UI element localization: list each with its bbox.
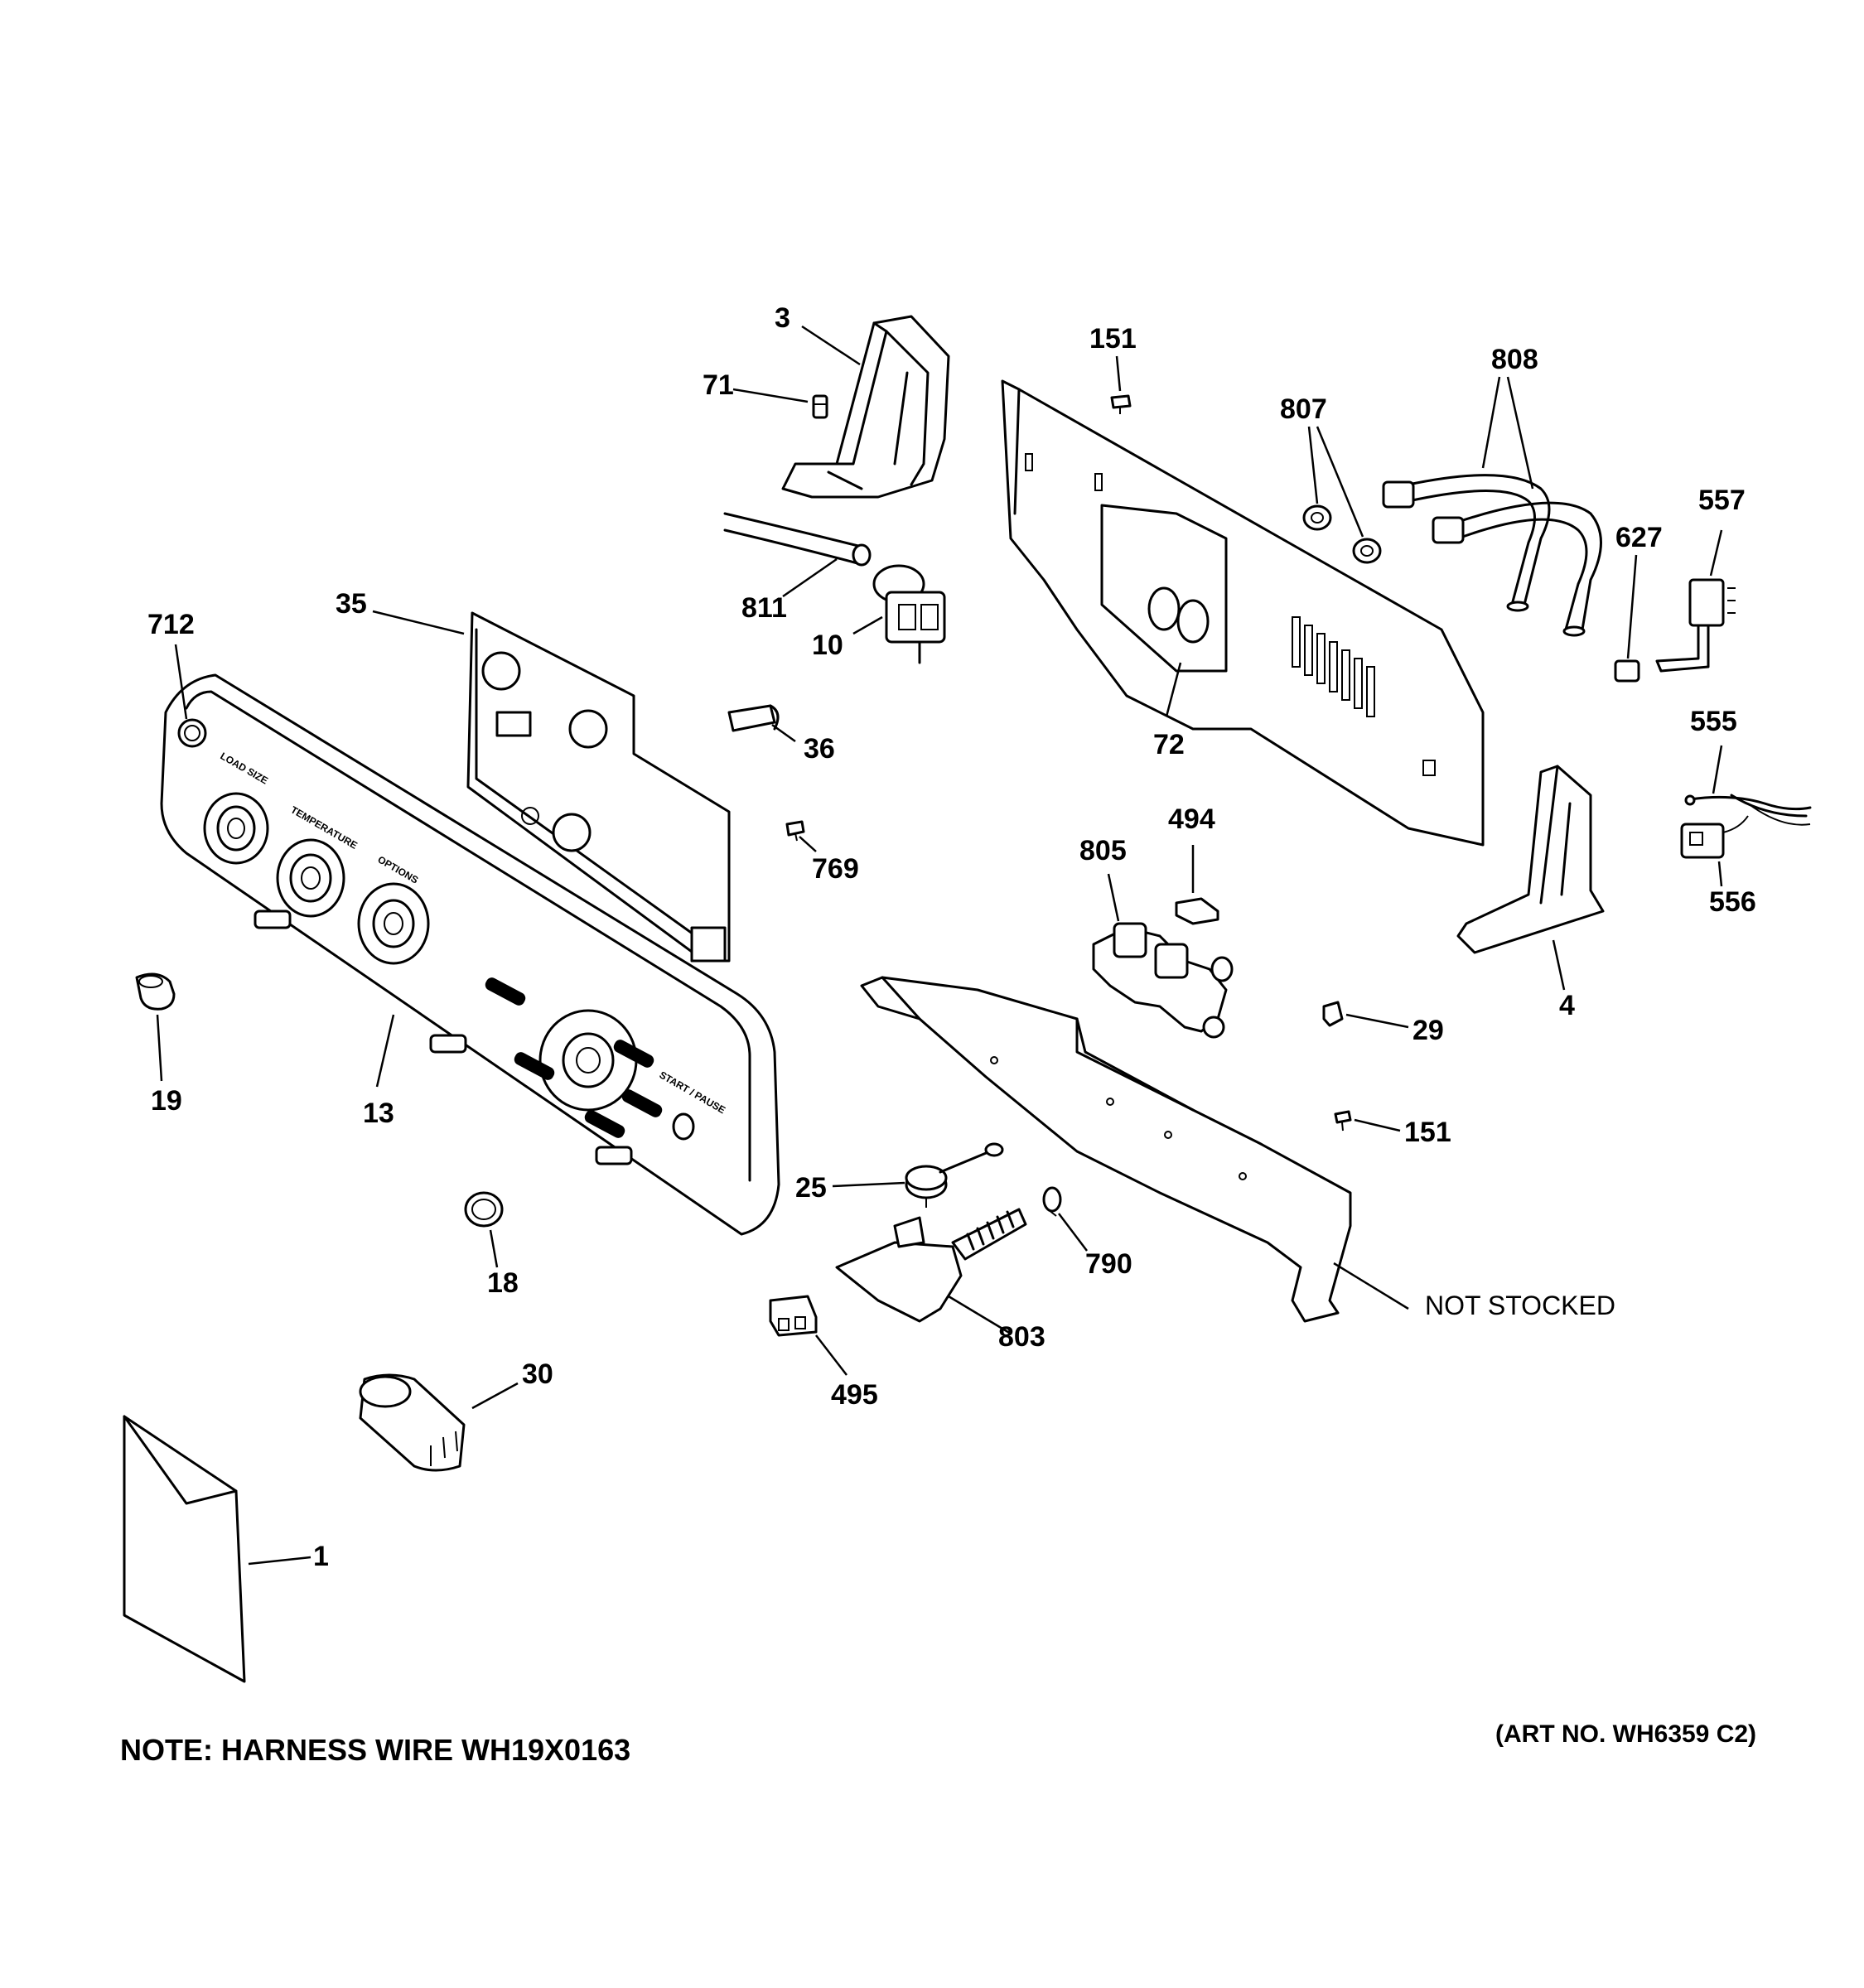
callout-30: 30 [522,1358,553,1390]
logo-712 [177,718,207,748]
part-19-knob [135,972,176,1011]
callout-18: 18 [487,1267,519,1299]
part-805-water-valve [1092,922,1234,1039]
options-dial [357,882,430,965]
callout-555: 555 [1690,706,1737,737]
callout-807: 807 [1280,393,1327,425]
part-71-screw [812,394,828,419]
callout-151-bottom: 151 [1404,1117,1451,1148]
load-size-dial [203,792,269,865]
callout-13: 13 [363,1098,394,1129]
callout-803: 803 [998,1321,1045,1353]
part-4-end-cap-bracket [1456,765,1605,954]
start-pause-button [672,1112,695,1141]
callout-3: 3 [775,302,790,334]
part-495-bracket [769,1295,818,1337]
callout-labels: 3 71 151 808 807 557 627 811 10 35 712 3… [147,302,1756,1572]
part-13-control-console: LOAD SIZE TEMPERATURE OPTIONS START / PA… [160,673,780,1236]
art-number: (ART NO. WH6359 C2) [1495,1720,1756,1748]
callout-1: 1 [313,1541,329,1572]
callout-151-top: 151 [1089,323,1137,355]
callout-769: 769 [812,853,859,885]
callout-4: 4 [1559,990,1575,1021]
callout-36: 36 [804,733,835,765]
part-151-screw-top [1110,394,1132,414]
part-not-stocked-bracket [860,976,1352,1323]
callout-25: 25 [795,1172,827,1204]
part-72-rear-panel [1001,379,1485,847]
callout-790: 790 [1085,1248,1132,1280]
callout-19: 19 [151,1085,182,1117]
part-29-clip [1322,1001,1344,1027]
part-1-literature-envelope [123,1415,246,1683]
not-stocked-label: NOT STOCKED [1425,1291,1615,1320]
part-811-hose [723,512,872,567]
part-151-screw-bottom [1334,1110,1352,1132]
part-790-clamp [1042,1186,1062,1217]
part-10-pressure-switch [872,564,946,664]
callout-71: 71 [703,369,734,401]
part-557-connector [1655,578,1736,673]
cycle-selector-dial [538,1009,638,1112]
callout-627: 627 [1615,522,1663,553]
part-35-control-board [466,611,731,963]
callout-10: 10 [812,630,843,661]
callout-811: 811 [741,592,787,624]
callout-35: 35 [336,588,367,620]
callout-805: 805 [1079,835,1127,866]
part-807-washers [1302,504,1382,564]
part-555-harness [1684,794,1812,826]
panel-vents [1292,616,1375,717]
temperature-dial [276,838,345,918]
callout-72: 72 [1153,729,1185,760]
callout-556: 556 [1709,886,1756,918]
callout-29: 29 [1412,1015,1444,1046]
part-25-sensor [905,1142,1004,1208]
hose-ribs [966,1210,1015,1251]
harness-wire-note: NOTE: HARNESS WIRE WH19X0163 [120,1733,630,1767]
callout-712: 712 [147,609,195,640]
callout-557: 557 [1698,485,1746,516]
part-803-dispenser-inlet [835,1208,1027,1323]
part-30-capacitor [359,1373,466,1472]
part-769-screw [785,820,805,842]
callout-494: 494 [1168,803,1215,835]
leader-lines [156,325,1723,1566]
part-808-inlet-hoses [1382,474,1602,637]
part-36-connector [727,704,780,732]
part-18-grommet [464,1191,504,1228]
part-3-end-cap-bracket [781,315,950,499]
part-556-connector [1680,815,1749,859]
callout-495: 495 [831,1379,878,1411]
part-494-bracket [1175,897,1219,925]
callout-808: 808 [1491,344,1538,375]
part-627-clip [1614,659,1640,683]
